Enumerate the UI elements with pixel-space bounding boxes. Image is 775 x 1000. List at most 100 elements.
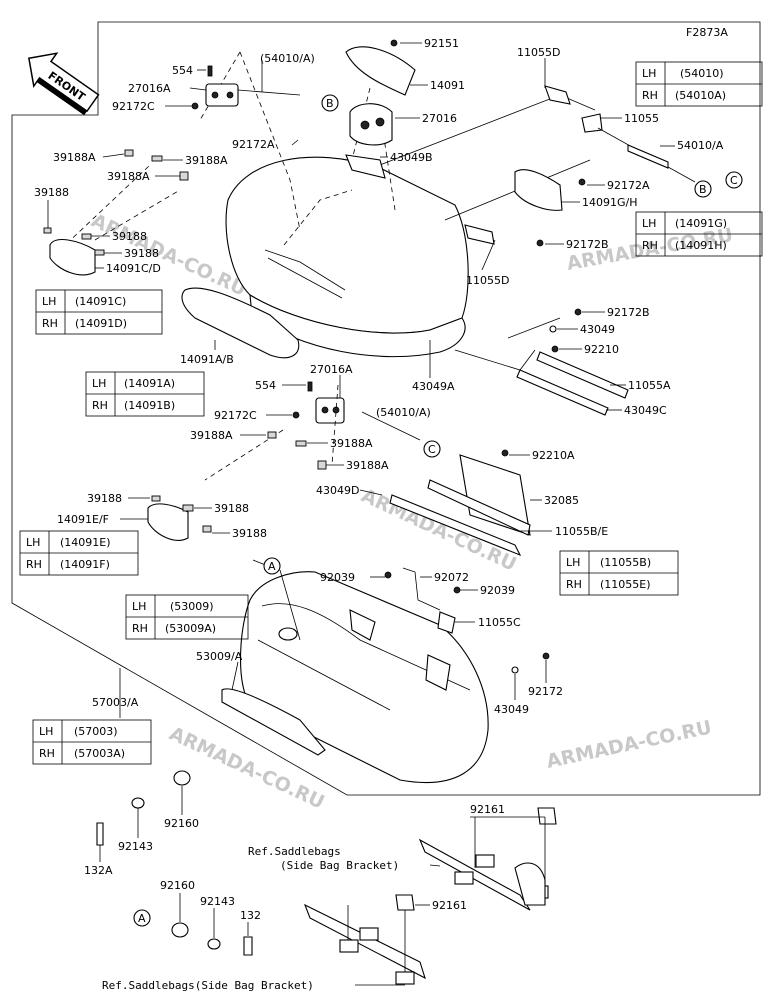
table-14091e: LH (14091E) RH (14091F) [19, 530, 139, 576]
label-27016a-mid: 27016A [310, 363, 353, 376]
plate-32085 [459, 454, 531, 536]
svg-text:(53009A): (53009A) [165, 622, 216, 635]
pad-39188a-1 [124, 149, 134, 157]
callout-a-2: A [133, 909, 151, 927]
latch-27016a-top [205, 83, 301, 107]
bracket-11055c [437, 611, 456, 634]
label-14091ef: 14091E/F [57, 513, 109, 526]
pad-39188a-4 [267, 431, 277, 439]
label-14091ab: 14091A/B [180, 353, 234, 366]
arm-43049c [516, 369, 609, 416]
part-labels: 92151 554 (54010/A) 27016A 92172C 14091 … [34, 37, 724, 992]
table-14091c: LH (14091C) RH (14091D) [35, 289, 163, 335]
label-39188a-3: 39188A [107, 170, 150, 183]
arm-11055a [536, 351, 629, 399]
lid-body [225, 156, 469, 358]
label-92143-2: 92143 [200, 895, 235, 908]
lock-27016 [349, 103, 393, 146]
leader-lines [47, 42, 675, 938]
svg-text:(14091A): (14091A) [124, 377, 175, 390]
label-554-top: 554 [172, 64, 193, 77]
svg-text:LH: LH [566, 556, 580, 569]
svg-text:(53009): (53009) [170, 600, 214, 613]
label-92039-l: 92039 [320, 571, 355, 584]
svg-text:RH: RH [42, 317, 58, 330]
svg-text:(54010): (54010) [680, 67, 724, 80]
svg-text:RH: RH [566, 578, 582, 591]
watermark-5: ARMADA-CO.RU [544, 716, 713, 773]
label-554-mid: 554 [255, 379, 276, 392]
pad-39188-3 [94, 249, 105, 256]
side-bag-bracket-lower [303, 894, 426, 985]
label-11055be: 11055B/E [555, 525, 608, 538]
svg-text:(54010A): (54010A) [675, 89, 726, 102]
label-39188a-4: 39188A [190, 429, 233, 442]
hinge-11055 [581, 113, 603, 133]
label-39188-1: 39188 [34, 186, 69, 199]
screw-92151 [390, 39, 398, 47]
svg-text:A: A [268, 560, 276, 573]
label-39188a-1: 39188A [53, 151, 96, 164]
label-92172a-r: 92172A [607, 179, 650, 192]
label-132: 132 [240, 909, 261, 922]
pin-554-mid [307, 381, 313, 392]
label-14091cd: 14091C/D [106, 262, 161, 275]
svg-text:(14091E): (14091E) [60, 536, 111, 549]
table-53009: LH (53009) RH (53009A) [125, 594, 249, 640]
label-39188-5: 39188 [214, 502, 249, 515]
pin-554-top [207, 65, 213, 77]
svg-text:RH: RH [642, 239, 658, 252]
label-14091gh: 14091G/H [582, 196, 638, 209]
svg-text:RH: RH [132, 622, 148, 635]
saddlebag-body [239, 571, 489, 784]
svg-text:LH: LH [642, 67, 656, 80]
label-43049d: 43049D [316, 484, 359, 497]
rail-43049d [427, 479, 531, 536]
bolt-132a [96, 822, 104, 846]
label-43049-b: 43049 [494, 703, 529, 716]
label-39188-2: 39188 [112, 230, 147, 243]
label-92161-2: 92161 [432, 899, 467, 912]
label-92172: 92172 [528, 685, 563, 698]
label-43049: 43049 [580, 323, 615, 336]
svg-text:(11055E): (11055E) [600, 578, 651, 591]
callout-c-1: C [725, 171, 743, 189]
cover-14091 [345, 46, 416, 96]
label-32085: 32085 [544, 494, 579, 507]
pad-39188-2 [81, 233, 92, 240]
svg-text:(14091D): (14091D) [75, 317, 127, 330]
label-92210: 92210 [584, 343, 619, 356]
label-54010a-mid: (54010/A) [376, 406, 431, 419]
trim-53009a [221, 688, 326, 756]
label-39188a-6: 39188A [346, 459, 389, 472]
callout-b-1: B [321, 94, 339, 112]
svg-text:(14091G): (14091G) [675, 217, 727, 230]
pad-39188a-3 [179, 171, 189, 181]
svg-text:LH: LH [39, 725, 53, 738]
label-27016: 27016 [422, 112, 457, 125]
table-57003: LH (57003) RH (57003A) [32, 719, 152, 765]
svg-text:(14091H): (14091H) [675, 239, 727, 252]
svg-text:RH: RH [39, 747, 55, 760]
label-ref-saddlebags-2: Ref.Saddlebags(Side Bag Bracket) [102, 979, 314, 992]
svg-text:RH: RH [92, 399, 108, 412]
label-ref-saddlebags-1b: (Side Bag Bracket) [280, 859, 399, 872]
pad-39188a-5 [295, 440, 307, 447]
label-54010a-top: (54010/A) [260, 52, 315, 65]
label-53009a: 53009/A [196, 650, 243, 663]
pad-39188a-6 [317, 460, 327, 470]
label-11055a: 11055A [628, 379, 671, 392]
pad-39188a-2 [151, 155, 163, 162]
svg-text:A: A [138, 912, 146, 925]
label-92210a: 92210A [532, 449, 575, 462]
label-43049c: 43049C [624, 404, 667, 417]
label-39188a-5: 39188A [330, 437, 373, 450]
label-14091: 14091 [430, 79, 465, 92]
cover-14091gh [514, 169, 563, 211]
svg-text:LH: LH [92, 377, 106, 390]
table-14091a: LH (14091A) RH (14091B) [85, 371, 205, 417]
label-92143-1: 92143 [118, 840, 153, 853]
label-92172b-2: 92172B [607, 306, 650, 319]
svg-text:LH: LH [132, 600, 146, 613]
front-arrow-icon: FRONT [28, 52, 100, 116]
